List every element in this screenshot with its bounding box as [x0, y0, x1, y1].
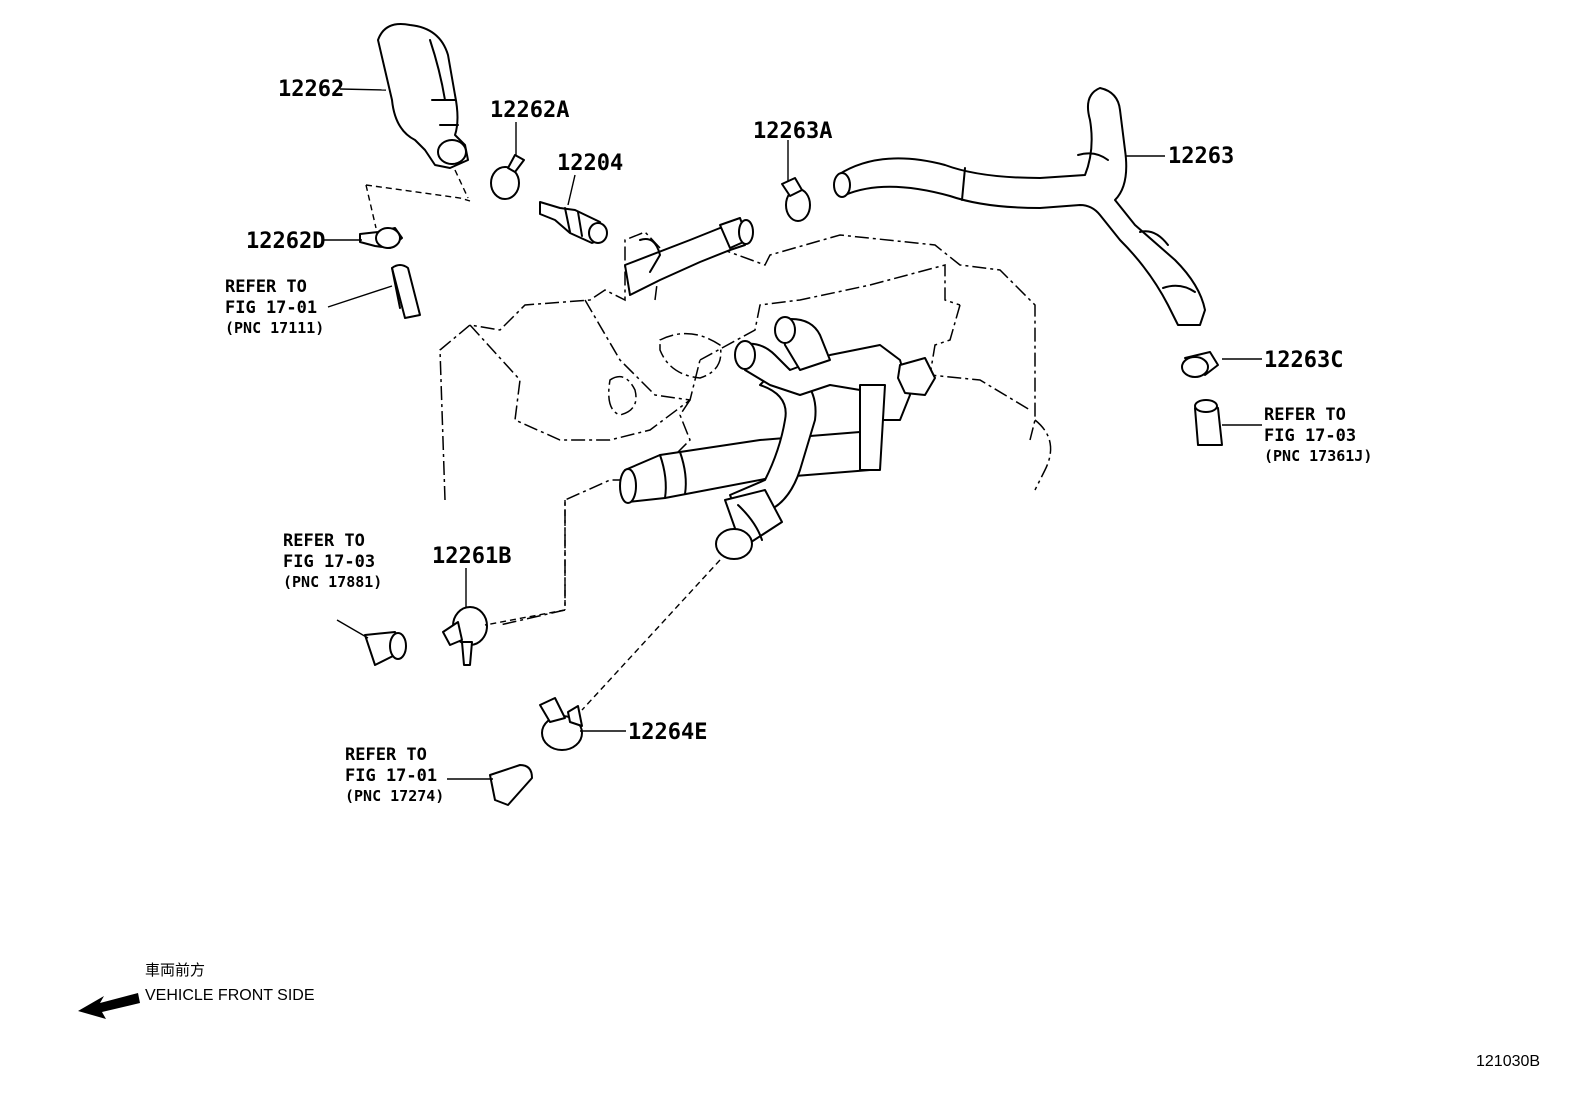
hose-12263: [833, 87, 1206, 326]
refer-line2: FIG 17-01: [345, 766, 437, 786]
hose-12262: [377, 23, 469, 169]
clamp-12264e: [539, 697, 583, 751]
label-12262a: 12262A: [490, 98, 569, 123]
refer-line1: REFER TO: [1264, 405, 1346, 425]
clamp-12262d: [359, 227, 403, 249]
refer-line3: (PNC 17111): [225, 319, 324, 337]
stub-hose-17881: [364, 631, 407, 666]
diagram-code: 121030B: [1476, 1053, 1540, 1070]
vehicle-front-indicator: 車両前方 VEHICLE FRONT SIDE: [78, 961, 315, 1019]
refer-to-17361j: REFER TO FIG 17-03 (PNC 17361J): [1264, 405, 1372, 465]
clamp-12262a: [490, 154, 525, 200]
label-12263c: 12263C: [1264, 348, 1343, 373]
refer-to-17274: REFER TO FIG 17-01 (PNC 17274): [345, 745, 444, 805]
label-12264e: 12264E: [628, 720, 707, 745]
clamp-12261b: [442, 606, 488, 666]
refer-line3: (PNC 17881): [283, 573, 382, 591]
refer-line2: FIG 17-03: [283, 552, 375, 572]
engine-block-outline: [439, 231, 1052, 626]
refer-line3: (PNC 17361J): [1264, 447, 1372, 465]
stub-hose-17274: [489, 764, 533, 806]
fitting-12204: [539, 201, 608, 244]
refer-line1: REFER TO: [283, 531, 365, 551]
label-12263: 12263: [1168, 144, 1234, 169]
clamp-12263a: [781, 177, 811, 222]
leader-lines: [322, 88, 1262, 780]
front-label-japanese: 車両前方: [145, 961, 205, 979]
upper-pipe: [624, 217, 754, 296]
refer-to-17111: REFER TO FIG 17-01 (PNC 17111): [225, 277, 324, 337]
front-arrow-icon: [78, 993, 140, 1019]
label-12262: 12262: [278, 77, 344, 102]
label-12262d: 12262D: [246, 229, 325, 254]
label-12204: 12204: [557, 151, 623, 176]
refer-line2: FIG 17-01: [225, 298, 317, 318]
stub-hose-17111: [391, 264, 421, 319]
front-label-english: VEHICLE FRONT SIDE: [145, 987, 315, 1004]
refer-line2: FIG 17-03: [1264, 426, 1356, 446]
refer-line1: REFER TO: [345, 745, 427, 765]
refer-to-17881: REFER TO FIG 17-03 (PNC 17881): [283, 531, 382, 591]
refer-line1: REFER TO: [225, 277, 307, 297]
central-hose-assembly: [619, 316, 936, 560]
label-12263a: 12263A: [753, 119, 832, 144]
stub-hose-17361j: [1194, 399, 1223, 446]
label-12261b: 12261B: [432, 544, 511, 569]
clamp-12263c: [1181, 351, 1219, 378]
refer-line3: (PNC 17274): [345, 787, 444, 805]
